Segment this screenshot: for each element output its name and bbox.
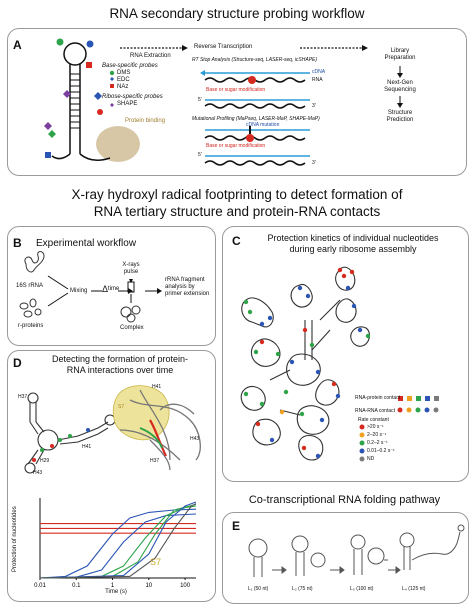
rna-label-1: RNA — [312, 77, 323, 83]
panel-e-label: E — [232, 519, 241, 533]
helix-label-h37: H37 — [18, 394, 28, 400]
rate-constant-title: Rate constant — [358, 417, 389, 423]
panel-d-title-line1: Detecting the formation of protein- — [51, 354, 189, 364]
chart-series-line-8 — [39, 501, 197, 579]
probe-shape: SHAPE — [117, 101, 138, 107]
xray-label: X-rays pulse — [122, 262, 140, 275]
protein-binding-label: Protein binding — [125, 118, 166, 124]
chart-series-line-4 — [39, 508, 197, 579]
panel-b — [7, 226, 216, 346]
chart-x-tick-label: 10 — [145, 583, 152, 589]
section-title-line1: X-ray hydroxyl radical footprinting to d… — [71, 187, 403, 202]
ribose-probes-title: Ribose-specific probes — [102, 94, 163, 100]
step-library-prep: Library Preparation — [384, 48, 416, 61]
step-structure-prediction: Structure Prediction — [386, 110, 414, 123]
length-l3: L₃ (100 nt) — [350, 586, 374, 592]
complex-label: Complex — [120, 325, 144, 331]
step-sequencing: Next-Gen Sequencing — [384, 80, 416, 93]
panel-d-label: D — [13, 356, 22, 370]
rate-1: >20 s⁻¹ — [367, 424, 384, 430]
five-prime-1: 5' — [198, 97, 202, 103]
panel-c-label: C — [232, 234, 241, 248]
helix-label-h43-3d: H43 — [190, 436, 200, 442]
chart-lines — [39, 501, 197, 579]
panel-d-title-line2: RNA interactions over time — [66, 365, 174, 375]
panel-c-title-line2: during early ribosome assembly — [289, 244, 417, 254]
rproteins-label: r-proteins — [18, 323, 44, 329]
length-l4: L₄ (125 nt) — [402, 586, 426, 592]
workflow-arrows — [120, 45, 403, 166]
rna-hairpin-diagram — [44, 38, 140, 162]
cdna-label-1: cDNA — [312, 69, 326, 75]
rate-4: 0.01–0.2 s⁻¹ — [367, 448, 395, 454]
panel-e-title: Co-transcriptional RNA folding pathway — [248, 494, 441, 506]
rate-2: 2–20 s⁻¹ — [367, 432, 387, 438]
base-probes-title: Base-specific probes — [102, 63, 158, 69]
chart-x-tick-label: 100 — [180, 583, 191, 589]
probe-dms: DMS — [117, 70, 131, 76]
reverse-transcription-label: Reverse Transcription — [194, 44, 253, 50]
helix-label-h29: H29 — [40, 458, 50, 464]
length-l2: L₂ (75 nt) — [292, 586, 313, 592]
chart-x-tick-label: 0.01 — [34, 583, 46, 589]
chart-xlabel: Time (s) — [105, 589, 127, 595]
panel-b-title: Experimental workflow — [36, 238, 137, 249]
section-title-line2: RNA tertiary structure and protein-RNA c… — [93, 204, 381, 219]
mixing-label: Mixing — [70, 288, 88, 294]
panel-c — [222, 226, 469, 482]
legend-rna-contact: RNA-RNA contact — [355, 408, 396, 414]
analysis-label: rRNA fragment analysis by primer extensi… — [165, 277, 210, 297]
cdna-mutation-label: cDNA mutation — [246, 122, 280, 128]
helix-label-h41: H41 — [82, 444, 92, 450]
probe-edc: EDC — [117, 77, 130, 83]
rrna-label: 16S rRNA — [16, 283, 44, 289]
rt-stop-label: RT Stop Analysis (Structure-seq, LASER-s… — [192, 57, 318, 63]
page-title: RNA secondary structure probing workflow — [109, 6, 365, 21]
chart-x-tick-label: 0.1 — [72, 583, 81, 589]
chart-series-line-9 — [39, 503, 197, 579]
helix-label-h43: H43 — [33, 470, 43, 476]
delta-symbol: Δ — [102, 284, 109, 294]
base-mod-label-2: Base or sugar modification — [206, 143, 266, 149]
panel-c-title-line1: Protection kinetics of individual nucleo… — [267, 233, 439, 243]
chart-annotation-s7: S7 — [150, 557, 162, 567]
helix-label-h37-3d: H37 — [150, 458, 160, 464]
panel-d — [7, 350, 216, 602]
panel-b-label: B — [13, 236, 22, 250]
rna-extraction-label: RNA Extraction — [130, 53, 171, 59]
rate-3: 0.2–2 s⁻¹ — [367, 440, 388, 446]
helix-label-h41-3d: H41 — [152, 384, 162, 390]
panel-e — [222, 512, 469, 604]
panel-a-label: A — [13, 38, 22, 52]
map-label: Mutational Profiling (MaPseq, LASER-MaP,… — [192, 116, 320, 122]
three-prime-2: 3' — [312, 160, 316, 166]
panel-a — [7, 28, 467, 176]
time-label: time — [108, 286, 120, 292]
probe-naz: NAz — [117, 84, 129, 90]
rate-5: ND — [367, 456, 375, 462]
length-l1: L₁ (50 nt) — [248, 586, 269, 592]
five-prime-2: 5' — [198, 152, 202, 158]
chart-x-tick-label: 1 — [111, 583, 115, 589]
legend-protein-contact: RNA-protein contact — [355, 395, 401, 401]
base-mod-label-1: Base or sugar modification — [206, 87, 266, 93]
protein-label-s7: S7 — [118, 404, 125, 410]
three-prime-1: 3' — [312, 103, 316, 109]
